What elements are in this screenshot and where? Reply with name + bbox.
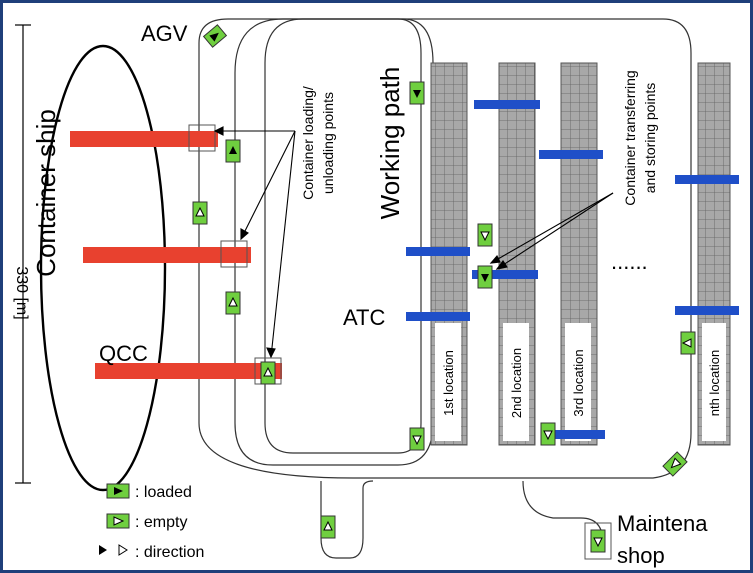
atc-crane bbox=[406, 247, 470, 256]
qcc-crane bbox=[70, 131, 218, 147]
loading-point-box bbox=[220, 240, 248, 268]
agv-empty bbox=[662, 451, 688, 477]
port-layout-diagram: 330 [m] Container ship 1st location 2nd … bbox=[13, 18, 739, 568]
maintenance-label-line2: shop bbox=[617, 543, 665, 568]
ruler-label: 330 [m] bbox=[13, 266, 30, 319]
legend-empty-icon bbox=[106, 513, 130, 529]
atc-crane bbox=[675, 175, 739, 184]
agv-empty bbox=[320, 515, 336, 539]
agv-loaded bbox=[225, 139, 241, 163]
location-label: 1st location bbox=[441, 350, 456, 416]
container-ship-hull bbox=[39, 44, 167, 492]
agv-empty bbox=[260, 361, 276, 385]
atc-crane bbox=[472, 270, 538, 279]
location-label: 3rd location bbox=[571, 349, 586, 416]
loading-points-label-line1: Container loading/ bbox=[300, 86, 316, 200]
track-to-maintenance-left bbox=[320, 480, 374, 559]
agv-empty bbox=[409, 427, 425, 451]
agv-loaded bbox=[477, 265, 493, 289]
legend-loaded-icon bbox=[106, 483, 130, 499]
atc-crane bbox=[406, 312, 470, 321]
atc-cranes bbox=[406, 100, 739, 439]
atc-crane bbox=[541, 430, 605, 439]
transfer-point-callouts bbox=[489, 192, 614, 270]
atc-crane bbox=[675, 306, 739, 315]
loading-point-callouts bbox=[213, 126, 296, 359]
loading-point-box bbox=[188, 124, 216, 152]
agv-empty bbox=[477, 223, 493, 247]
working-path-label: Working path bbox=[375, 67, 405, 220]
qcc-cranes bbox=[70, 124, 282, 385]
transfer-points-label-line1: Container transferring bbox=[622, 70, 638, 205]
agv-loaded bbox=[409, 81, 425, 105]
container-ship-label: Container ship bbox=[31, 109, 61, 277]
qcc-crane bbox=[95, 363, 282, 379]
agv-empty bbox=[680, 331, 696, 355]
qcc-label: QCC bbox=[99, 341, 148, 366]
agv-empty bbox=[540, 422, 556, 446]
agv-empty bbox=[192, 201, 208, 225]
agv-loaded bbox=[202, 24, 228, 48]
qcc-crane bbox=[83, 247, 251, 263]
legend: : loaded : empty : direction bbox=[99, 483, 204, 561]
legend-empty-label: : empty bbox=[135, 514, 187, 531]
loading-points-label-line2: unloading points bbox=[320, 92, 336, 194]
agv-empty bbox=[225, 291, 241, 315]
ship-length-ruler: 330 [m] bbox=[13, 24, 31, 484]
filled-triangle-icon bbox=[99, 545, 107, 555]
location-labels: 1st location 2nd location 3rd location n… bbox=[435, 323, 726, 441]
legend-direction-label: : direction bbox=[135, 544, 204, 561]
location-label: 2nd location bbox=[509, 348, 524, 418]
atc-label: ATC bbox=[343, 305, 385, 330]
maintenance-bay bbox=[584, 522, 612, 560]
maintenance-label-line1: Maintena bbox=[617, 511, 708, 536]
legend-loaded-label: : loaded bbox=[135, 484, 192, 501]
agv-vehicles bbox=[192, 24, 696, 560]
agv-label: AGV bbox=[141, 21, 188, 46]
outline-triangle-icon bbox=[118, 544, 128, 556]
track-loop-inner bbox=[264, 18, 422, 454]
location-label: nth location bbox=[707, 350, 722, 417]
atc-crane bbox=[539, 150, 603, 159]
agv-empty bbox=[590, 529, 606, 553]
atc-crane bbox=[474, 100, 540, 109]
transfer-points-label-line2: and storing points bbox=[642, 83, 658, 194]
location-ellipsis: ...... bbox=[611, 249, 648, 274]
track-loop-outer bbox=[198, 18, 692, 479]
